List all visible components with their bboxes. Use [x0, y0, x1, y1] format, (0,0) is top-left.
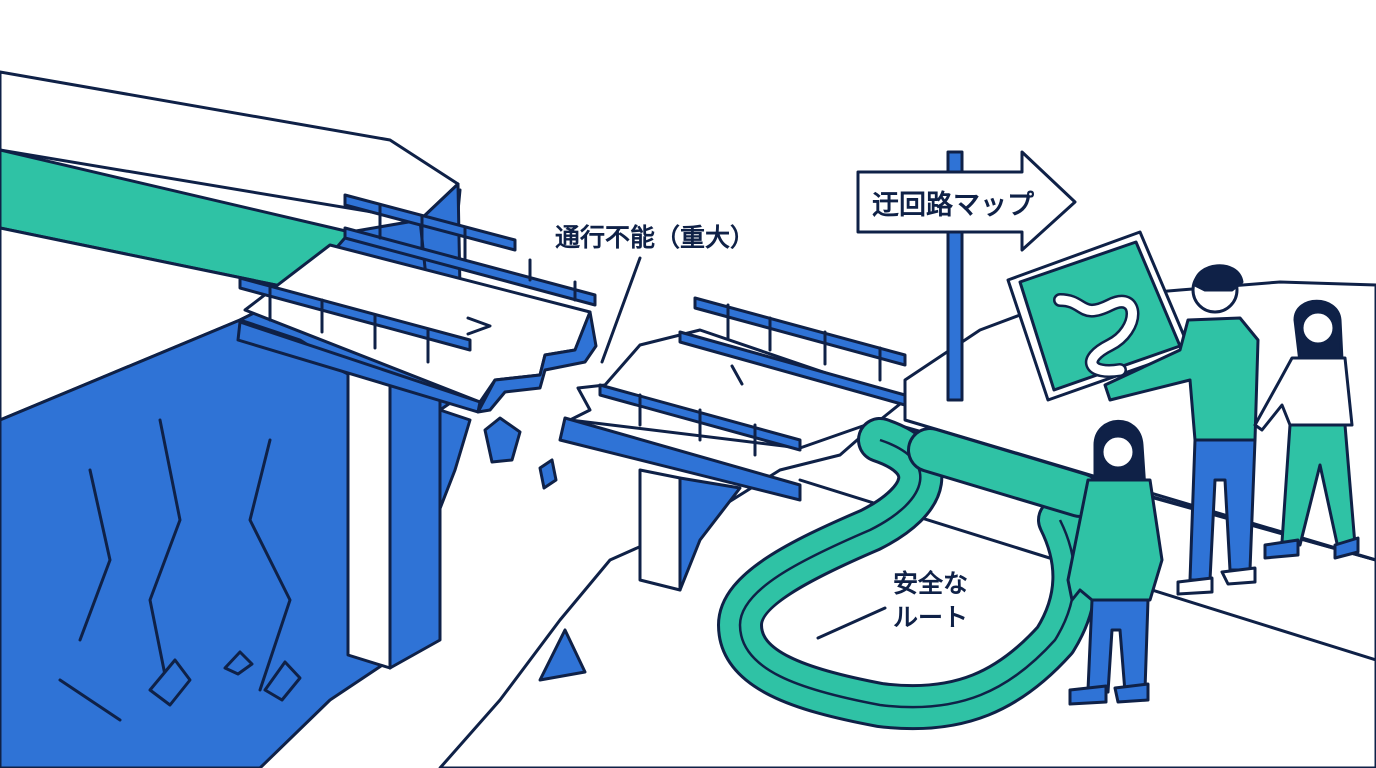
road-arrow-left	[466, 316, 492, 336]
detour-sign-label: 迂回路マップ	[872, 189, 1035, 221]
detour-map	[1006, 230, 1192, 402]
bridge-broken-edge-left	[476, 310, 598, 414]
man-shirt	[1103, 316, 1260, 442]
broken-bridge-left	[236, 193, 598, 670]
safe-route	[717, 417, 1103, 731]
woman-back-shoes	[1263, 536, 1360, 560]
woman-back-head	[1300, 310, 1336, 346]
bridge-pier-right-side	[678, 476, 742, 592]
person-man	[1103, 264, 1260, 596]
middle-rock-shadow	[538, 628, 587, 682]
bridge-rail-posts-right	[638, 303, 882, 457]
falling-rock-3	[148, 658, 192, 707]
bridge-rail-left-back2	[343, 226, 597, 307]
falling-rock-4	[223, 650, 254, 676]
bridge-rail-left-back	[343, 193, 517, 252]
bridge-rail-left-front	[238, 276, 472, 352]
bridge-deck-right-side	[558, 416, 802, 502]
broken-bridge-right	[558, 296, 907, 592]
man-hair	[1193, 264, 1244, 292]
bridge-deck-right	[568, 328, 907, 450]
safe-route-label-line2: ルート	[893, 603, 968, 632]
bridge-pier-right	[638, 468, 682, 592]
signpost-board	[856, 150, 1077, 252]
falling-rock-5	[263, 660, 302, 702]
falling-rock-2	[538, 458, 558, 490]
bridge-pier-left-side	[388, 383, 442, 670]
bridge-rail-right-back	[693, 296, 907, 367]
bridge-rail-right-back2	[678, 330, 907, 407]
safe-route-label-line1: 安全な	[893, 569, 968, 598]
road-arrow-right	[730, 364, 744, 386]
woman-back-shirt	[1253, 356, 1354, 432]
map-route-fill	[1055, 295, 1137, 376]
safe-route-centerline	[738, 438, 1076, 709]
man-shoes	[1176, 566, 1257, 596]
person-woman-back	[1253, 299, 1360, 560]
safe-route-branch-fill	[910, 430, 1100, 515]
bridge-status-label: 通行不能（重大）	[555, 223, 755, 252]
rock-cracks	[58, 418, 292, 722]
woman-front-shoes	[1068, 682, 1150, 706]
route-pointer-line	[816, 606, 887, 640]
detour-signpost: 迂回路マップ	[856, 150, 1077, 402]
status-pointer-line	[600, 256, 642, 364]
bridge-rail-posts-left	[268, 203, 577, 364]
person-woman-front	[1066, 419, 1164, 706]
falling-rock-1	[483, 416, 522, 464]
woman-front-head	[1100, 434, 1136, 470]
bridge-pier-left	[346, 370, 392, 670]
